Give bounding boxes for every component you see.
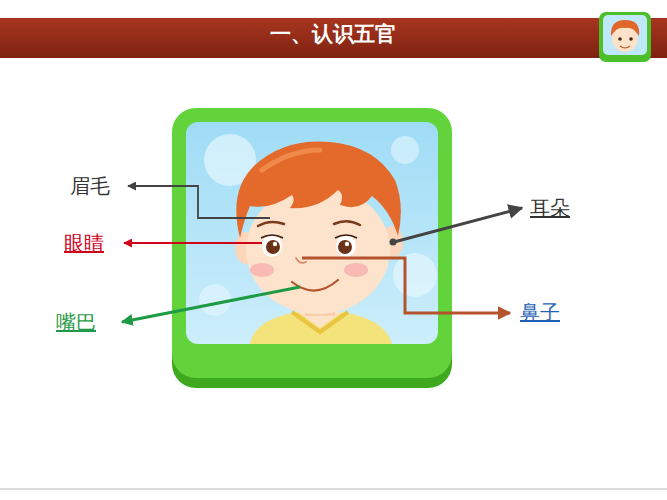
- bottom-rule: [0, 489, 667, 490]
- eye-leader: [124, 242, 262, 244]
- leader-lines: [122, 186, 522, 322]
- eye-label: 眼睛: [64, 231, 104, 255]
- brow-leader: [128, 186, 270, 218]
- nose-leader: [302, 258, 510, 313]
- ear-dot: [390, 239, 397, 246]
- picture-frame: [172, 108, 452, 388]
- slide-title: 一、认识五官: [270, 22, 396, 47]
- corner-icon: [599, 12, 651, 62]
- ear-label: 耳朵: [530, 196, 570, 220]
- eyebrow-label: 眉毛: [70, 174, 110, 198]
- title-bar: [0, 18, 667, 58]
- ear-leader: [394, 208, 522, 242]
- mouth-leader: [122, 287, 300, 322]
- mouth-label: 嘴巴: [56, 310, 96, 334]
- nose-label: 鼻子: [520, 300, 560, 324]
